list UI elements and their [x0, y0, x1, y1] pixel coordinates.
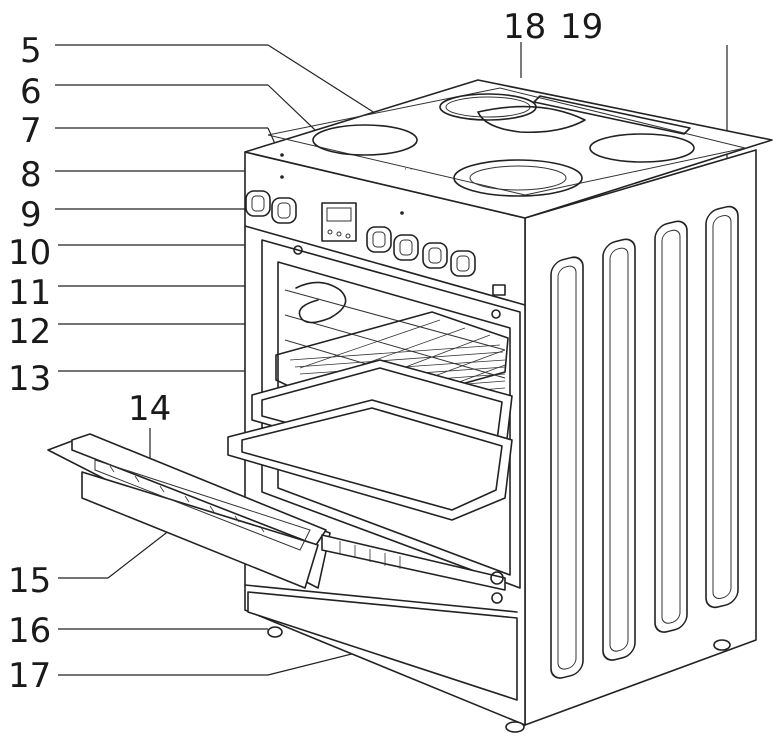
knob-3-grip — [372, 231, 386, 248]
oven-light-left — [293, 245, 303, 255]
side-rib-4 — [705, 205, 739, 609]
hotplate-front-left — [312, 124, 418, 156]
knob-1-grip — [251, 195, 265, 212]
control-knobs-right[interactable] — [366, 226, 476, 277]
foot-front-left — [267, 626, 283, 638]
control-knobs-left[interactable] — [245, 190, 297, 224]
hob-inner-edge-front — [267, 134, 526, 196]
timer-button-2[interactable] — [336, 231, 342, 237]
side-rib-3 — [654, 220, 688, 633]
side-panel — [524, 149, 757, 726]
door-handle[interactable] — [81, 471, 319, 589]
indicator-light-8 — [280, 175, 284, 179]
timer-button-3[interactable] — [345, 233, 351, 239]
storage-drawer[interactable] — [247, 591, 518, 701]
side-rib-2-inner — [609, 247, 629, 652]
timer-display[interactable] — [321, 202, 357, 242]
grill-element — [295, 281, 347, 324]
drawer-top-edge — [244, 584, 518, 613]
knob-5-grip — [428, 247, 442, 264]
foot-rear-right — [713, 639, 731, 651]
hob-top — [244, 79, 773, 219]
side-rib-1 — [550, 256, 584, 679]
callout-16: 16 — [8, 611, 51, 651]
callout-8: 8 — [20, 155, 42, 195]
callout-19: 19 — [560, 7, 603, 47]
knob-5[interactable] — [422, 242, 448, 269]
rear-vent — [533, 95, 691, 135]
timer-housing — [321, 202, 357, 242]
callout-18: 18 — [503, 7, 546, 47]
side-rib-2 — [602, 238, 636, 661]
callout-5: 5 — [20, 31, 42, 71]
callout-10: 10 — [8, 233, 51, 273]
knob-2[interactable] — [271, 197, 297, 224]
indicator-light-6 — [400, 211, 404, 215]
oven-light-right — [491, 309, 501, 319]
baking-tray-lower — [227, 399, 513, 521]
rack-guide-1 — [284, 289, 506, 351]
knob-2-grip — [277, 202, 291, 219]
hotplate-front-right-inner — [469, 165, 567, 191]
rack-guide-2 — [284, 314, 506, 379]
timer-button-1[interactable] — [327, 229, 333, 235]
control-panel-bottom — [244, 225, 526, 306]
callout-9: 9 — [20, 195, 42, 235]
hinge-pivot — [490, 571, 504, 585]
foot-front-right — [505, 721, 525, 733]
baking-tray-lower-inner — [241, 407, 503, 511]
callout-13: 13 — [8, 359, 51, 399]
indicator-light-7 — [280, 153, 284, 157]
hob-inner-edge-right — [499, 87, 746, 149]
leader-5-d — [267, 44, 379, 116]
knob-4[interactable] — [393, 234, 419, 261]
door-top-edge — [71, 433, 327, 546]
knob-1[interactable] — [245, 190, 271, 217]
cooker-body: · · — [47, 79, 773, 733]
knob-4-grip — [399, 239, 413, 256]
callout-7: 7 — [20, 111, 42, 151]
side-rib-3-inner — [661, 229, 681, 624]
knob-3[interactable] — [366, 226, 392, 253]
timer-screen — [326, 207, 352, 222]
door-catch — [492, 284, 506, 296]
door-glass-strip — [94, 459, 311, 551]
door-vent-slots — [109, 465, 265, 533]
callout-labels: 5 6 7 8 9 10 11 12 13 14 15 16 17 18 19 — [8, 7, 603, 696]
knob-6-grip — [456, 255, 470, 272]
oven-door[interactable] — [47, 433, 506, 604]
callout-11: 11 — [8, 273, 51, 313]
door-hinge-bracket — [321, 534, 506, 591]
hob-inner-edge-side — [524, 147, 746, 196]
hotplate-rear-extended — [477, 105, 586, 134]
side-rib-4-inner — [712, 214, 732, 599]
callout-14: 14 — [128, 389, 171, 429]
callout-17: 17 — [8, 656, 51, 696]
side-panel-ribs — [550, 205, 739, 679]
callout-6: 6 — [20, 72, 42, 112]
callout-15: 15 — [8, 561, 51, 601]
wire-shelf-outline — [275, 311, 509, 416]
hotplate-right — [589, 133, 695, 163]
callout-12: 12 — [8, 312, 51, 352]
leader-15-d — [107, 529, 171, 579]
hinge-pivot-lower — [491, 592, 503, 604]
side-rib-1-inner — [557, 265, 577, 670]
hinge-slots — [339, 541, 401, 569]
knob-6[interactable] — [450, 250, 476, 277]
hob-indicator-mark: · · — [404, 165, 413, 175]
hotplate-front-right — [453, 159, 583, 197]
